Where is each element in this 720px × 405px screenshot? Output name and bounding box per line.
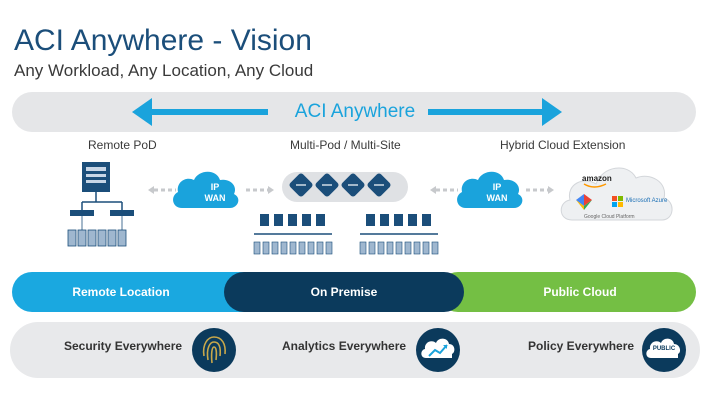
google-cloud-icon xyxy=(576,194,592,210)
amazon-icon xyxy=(583,183,607,188)
remote-leaf-switch-icon xyxy=(70,210,134,216)
analytics-cloud-icon xyxy=(416,328,460,372)
public-cloud-icon xyxy=(642,328,686,372)
page-title: ACI Anywhere - Vision xyxy=(14,24,312,57)
remote-pod-label: Remote PoD xyxy=(88,138,157,152)
remote-to-wan-connector xyxy=(148,186,176,194)
ip-wan-cloud-icon-right xyxy=(457,171,523,208)
band-public-label: Public Cloud xyxy=(543,285,617,299)
remote-servers-icon xyxy=(67,229,127,247)
fabric-to-wan-connector xyxy=(430,186,458,194)
security-everywhere-label: Security Everywhere xyxy=(64,339,183,353)
band-onprem-label: On Premise xyxy=(310,285,378,299)
amazon-logo-text: amazon xyxy=(582,174,612,183)
multi-pod-label: Multi-Pod / Multi-Site xyxy=(290,138,401,152)
google-logo-text: Google Cloud Platform xyxy=(584,214,635,220)
wan-to-cloud-connector xyxy=(526,186,554,194)
multi-site-fabric xyxy=(253,172,439,255)
public-badge-text: PUBLIC xyxy=(652,346,676,352)
everywhere-bar xyxy=(10,322,700,378)
band-remote-location: Remote Location xyxy=(12,272,252,312)
left-arrow-icon xyxy=(132,98,268,126)
pod-left-icon xyxy=(253,214,333,255)
pod-right-icon xyxy=(359,214,439,255)
fingerprint-icon xyxy=(192,328,236,372)
aci-anywhere-arrows xyxy=(132,98,562,126)
aci-anywhere-bar xyxy=(12,92,696,132)
band-public-cloud: Public Cloud xyxy=(438,272,696,312)
page-subtitle: Any Workload, Any Location, Any Cloud xyxy=(14,61,314,80)
remote-pod-topology xyxy=(67,162,134,247)
azure-icon xyxy=(612,196,623,207)
public-cloud-group-icon xyxy=(560,167,673,221)
band-remote-label: Remote Location xyxy=(72,285,170,299)
policy-everywhere-label: Policy Everywhere xyxy=(528,339,635,353)
wan-to-fabric-connector xyxy=(246,186,274,194)
azure-logo-text: Microsoft Azure xyxy=(626,198,668,204)
slide: ACI Anywhere - Vision Any Workload, Any … xyxy=(10,18,700,388)
right-arrow-icon xyxy=(428,98,562,126)
hybrid-cloud-label: Hybrid Cloud Extension xyxy=(500,138,626,152)
aci-anywhere-label: ACI Anywhere xyxy=(294,101,416,122)
analytics-everywhere-label: Analytics Everywhere xyxy=(282,339,407,353)
ip-wan-cloud-icon-left xyxy=(173,171,239,208)
band-on-premise: On Premise xyxy=(224,272,464,312)
remote-spine-switch-icon xyxy=(82,162,110,192)
